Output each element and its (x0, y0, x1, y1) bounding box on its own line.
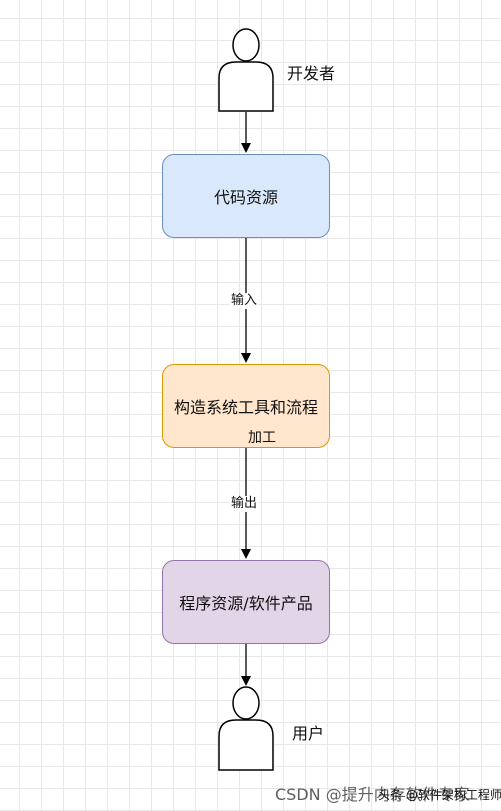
code-resources-label: 代码资源 (213, 188, 278, 207)
user-label: 用户 (292, 724, 325, 743)
watermark-subtext: 头条 @软件架构工程师 (378, 788, 501, 802)
program-product-node[interactable]: 程序资源/软件产品 (162, 560, 330, 644)
build-system-node[interactable]: 构造系统工具和流程 (162, 364, 330, 448)
developer-label: 开发者 (287, 64, 336, 83)
user-actor-icon (218, 686, 274, 771)
code-resources-node[interactable]: 代码资源 (162, 154, 330, 238)
build-system-label: 构造系统工具和流程 (173, 398, 318, 417)
edge-label-input: 输入 (230, 293, 259, 309)
developer-actor-icon (218, 28, 274, 112)
program-product-label: 程序资源/软件产品 (179, 594, 313, 613)
edge-label-output: 输出 (230, 496, 259, 512)
build-system-sublabel: 加工 (248, 430, 276, 446)
watermark-text: CSDN @提升内存软件专家 (275, 785, 470, 804)
